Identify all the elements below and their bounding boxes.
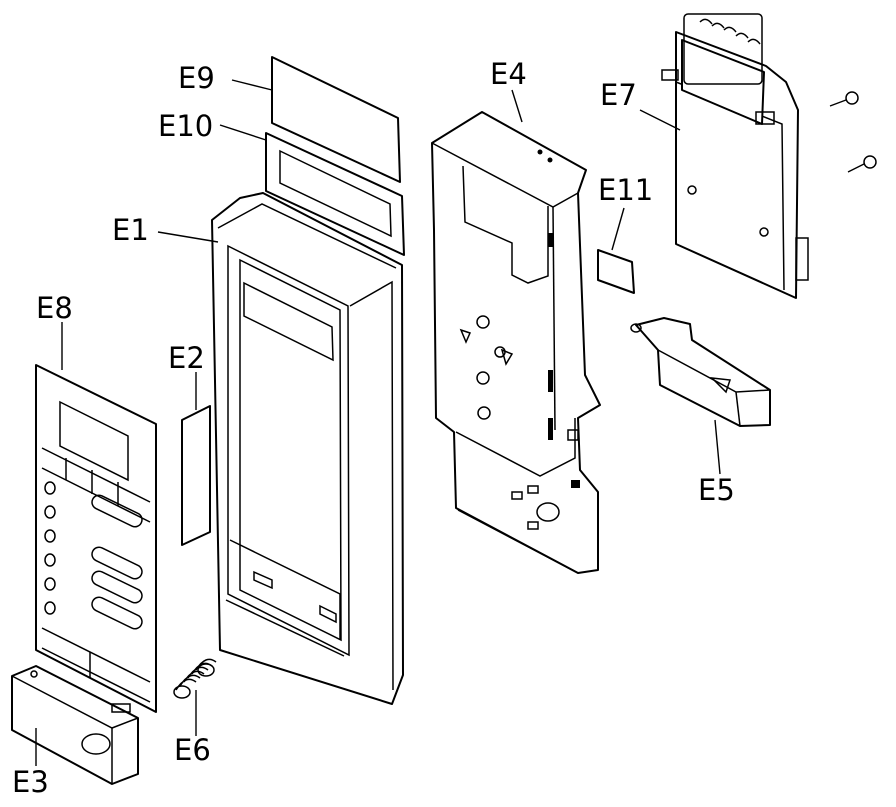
leader-e9 — [231, 79, 273, 91]
leader-lines — [35, 79, 721, 766]
callout-e10: E10 — [158, 109, 213, 143]
callout-e2: E2 — [168, 341, 205, 375]
part-e11-sheet — [597, 249, 635, 294]
callout-e5: E5 — [698, 473, 735, 507]
callout-e9: E9 — [178, 61, 215, 95]
callout-e3: E3 — [12, 765, 49, 799]
part-e3-button — [11, 665, 139, 785]
part-e1-door-body — [211, 192, 404, 705]
leader-e7 — [639, 109, 681, 131]
callout-e11: E11 — [598, 173, 653, 207]
callout-e7: E7 — [600, 78, 637, 112]
leader-e5 — [714, 419, 721, 475]
part-e2-strip — [181, 405, 211, 546]
part-e9-sheet — [271, 56, 401, 183]
part-e7-board — [661, 13, 877, 299]
part-e6-spring — [173, 658, 217, 699]
leader-e10 — [219, 124, 267, 141]
part-e8-membrane — [35, 364, 157, 713]
leader-e11 — [611, 207, 625, 251]
leader-e4 — [511, 89, 523, 123]
leader-e1 — [157, 231, 219, 243]
part-e10-frame — [265, 132, 405, 256]
part-e4-panel-frame — [431, 111, 601, 574]
callout-e1: E1 — [112, 213, 149, 247]
callout-e6: E6 — [174, 733, 211, 767]
part-e5-latch — [630, 317, 771, 427]
callout-e8: E8 — [36, 291, 73, 325]
callout-e4: E4 — [490, 57, 527, 91]
